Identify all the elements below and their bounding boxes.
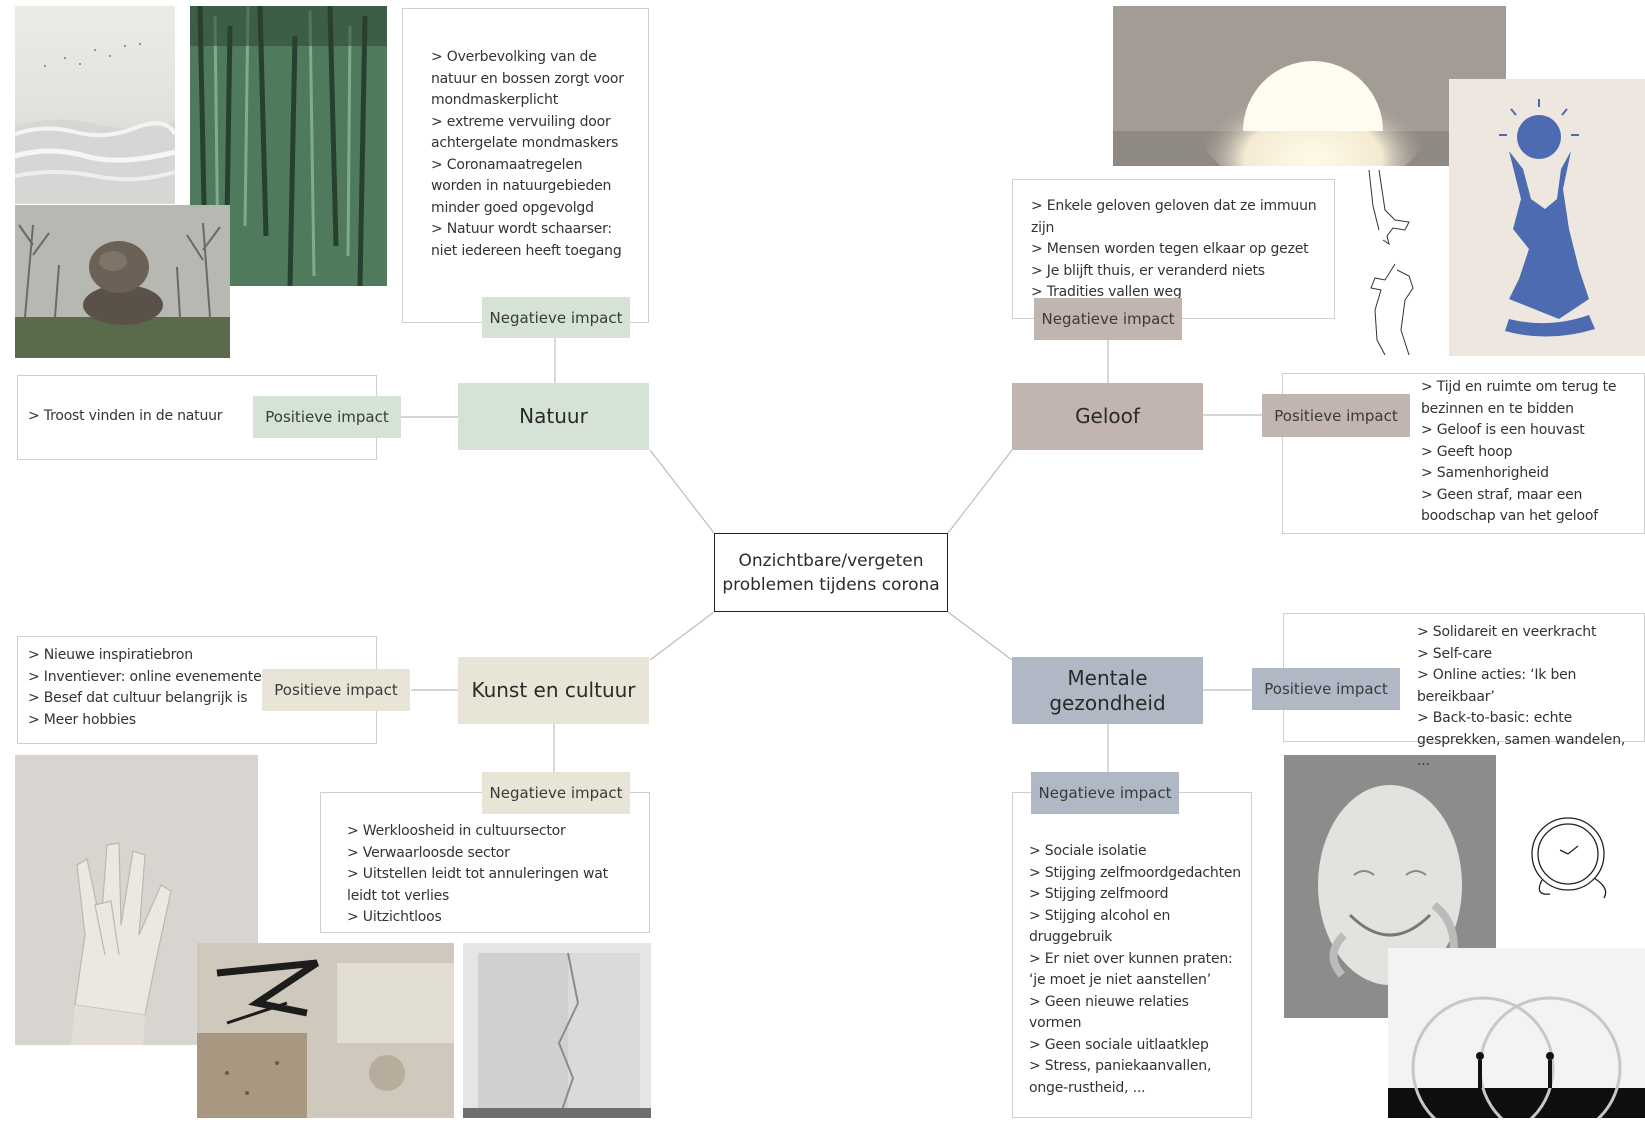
natuur-title: Natuur xyxy=(519,404,588,428)
geloof-positive-item: > Geeft hoop xyxy=(1421,443,1513,460)
geloof-node: Geloof xyxy=(1012,383,1203,450)
mentaal-title: Mentale gezondheid xyxy=(1049,665,1166,715)
mentaal-negative-item: > Stress, paniekaanvallen, onge-rustheid… xyxy=(1029,1058,1212,1096)
mentaal-negative-item: > Stijging alcohol en druggebruik xyxy=(1029,907,1171,946)
geloof-positive-item: > Samenhorigheid xyxy=(1421,465,1549,481)
geloof-negative-item: > Enkele geloven geloven dat ze immuun z… xyxy=(1031,198,1317,236)
natuur-negative-box: > Overbevolking van de natuur en bossen … xyxy=(402,8,649,323)
glowing-sphere-image xyxy=(1113,6,1506,166)
kunst-positive-label: Positieve impact xyxy=(262,669,410,711)
geloof-positive-item: > Geen straf, maar een boodschap van het… xyxy=(1421,486,1598,525)
natuur-positive-label: Positieve impact xyxy=(253,396,401,438)
kunst-positive-item: > Besef dat cultuur belangrijk is xyxy=(28,690,248,706)
kunst-negative-item: > Werkloosheid in cultuursector xyxy=(347,823,566,839)
kunst-node: Kunst en cultuur xyxy=(458,657,649,724)
mentaal-positive-label: Positieve impact xyxy=(1252,668,1400,710)
balanced-rocks-image xyxy=(15,205,230,358)
geloof-negative-box: > Enkele geloven geloven dat ze immuun z… xyxy=(1012,179,1335,319)
mentaal-negative-label: Negatieve impact xyxy=(1031,772,1179,814)
clock-line-drawing xyxy=(1524,812,1616,902)
connector-geloof xyxy=(947,449,1013,534)
kunst-positive-item: > Meer hobbies xyxy=(28,711,136,728)
connector-kunst xyxy=(649,611,715,661)
mentaal-node: Mentale gezondheid xyxy=(1012,657,1203,724)
geloof-negative-label: Negatieve impact xyxy=(1034,298,1182,340)
natuur-negative-item: > Overbevolking van de natuur en bossen … xyxy=(431,49,624,108)
bubble-silhouettes-image xyxy=(1388,948,1645,1118)
geloof-positive-item: > Tijd en ruimte om terug te bezinnen en… xyxy=(1421,379,1617,417)
hands-line-drawing xyxy=(1365,170,1420,355)
mentaal-negative-item: > Er niet over kunnen praten: ‘je moet j… xyxy=(1029,950,1233,989)
natuur-negative-item: > Coronamaatregelen worden in natuurgebi… xyxy=(431,156,612,216)
mentaal-negative-item: > Stijging zelfmoord xyxy=(1029,886,1169,902)
kunst-title: Kunst en cultuur xyxy=(471,678,636,702)
abstract-painting-image xyxy=(197,943,454,1118)
geloof-title: Geloof xyxy=(1075,404,1140,428)
geloof-positive-item: > Geloof is een houvast xyxy=(1421,422,1585,438)
mentaal-negative-item: > Stijging zelfmoordgedachten xyxy=(1029,864,1241,881)
mentaal-negative-item: > Geen sociale uitlaatklep xyxy=(1029,1036,1209,1053)
natuur-positive-item: > Troost vinden in de natuur xyxy=(28,408,223,424)
center-topic: Onzichtbare/vergeten problemen tijdens c… xyxy=(714,533,948,612)
mentaal-positive-item: > Solidareit en veerkracht xyxy=(1417,624,1597,640)
kunst-negative-item: > Uitzichtloos xyxy=(347,909,442,925)
mentaal-negative-item: > Sociale isolatie xyxy=(1029,843,1147,859)
kunst-negative-box: > Werkloosheid in cultuursector > Verwaa… xyxy=(320,792,650,933)
mentaal-positive-item: > Online acties: ‘Ik ben bereikbaar’ xyxy=(1417,667,1577,705)
geloof-negative-item: > Mensen worden tegen elkaar op gezet xyxy=(1031,241,1309,257)
kunst-positive-item: > Nieuwe inspiratiebron xyxy=(28,647,193,663)
mentaal-negative-item: > Geen nieuwe relaties vormen xyxy=(1029,993,1189,1032)
natuur-negative-label: Negatieve impact xyxy=(482,297,630,338)
kunst-negative-item: > Verwaarloosde sector xyxy=(347,844,510,861)
kunst-negative-label: Negatieve impact xyxy=(482,772,630,814)
connector-mentaal xyxy=(947,611,1013,661)
kunst-positive-item: > Inventiever: online evenementen xyxy=(28,668,271,685)
geloof-negative-item: > Tradities vallen weg xyxy=(1031,284,1182,300)
sea-image xyxy=(15,6,175,204)
natuur-negative-item: > extreme vervuiling door achtergelate m… xyxy=(431,113,619,152)
mentaal-negative-box: > Sociale isolatie > Stijging zelfmoordg… xyxy=(1012,792,1252,1118)
connector-natuur xyxy=(649,449,715,534)
mentaal-positive-item: > Back-to-basic: echte gesprekken, samen… xyxy=(1417,710,1626,769)
mentaal-positive-item: > Self-care xyxy=(1417,645,1492,662)
blue-figure-print xyxy=(1449,79,1645,356)
natuur-node: Natuur xyxy=(458,383,649,450)
geloof-negative-item: > Je blijft thuis, er veranderd niets xyxy=(1031,262,1265,279)
concrete-block-image xyxy=(463,943,651,1118)
geloof-positive-label: Positieve impact xyxy=(1262,394,1410,437)
natuur-negative-item: > Natuur wordt schaarser: niet iedereen … xyxy=(431,221,622,259)
green-painting-image xyxy=(190,6,387,286)
center-title: Onzichtbare/vergeten problemen tijdens c… xyxy=(722,550,940,595)
kunst-negative-item: > Uitstellen leidt tot annuleringen wat … xyxy=(347,866,608,904)
